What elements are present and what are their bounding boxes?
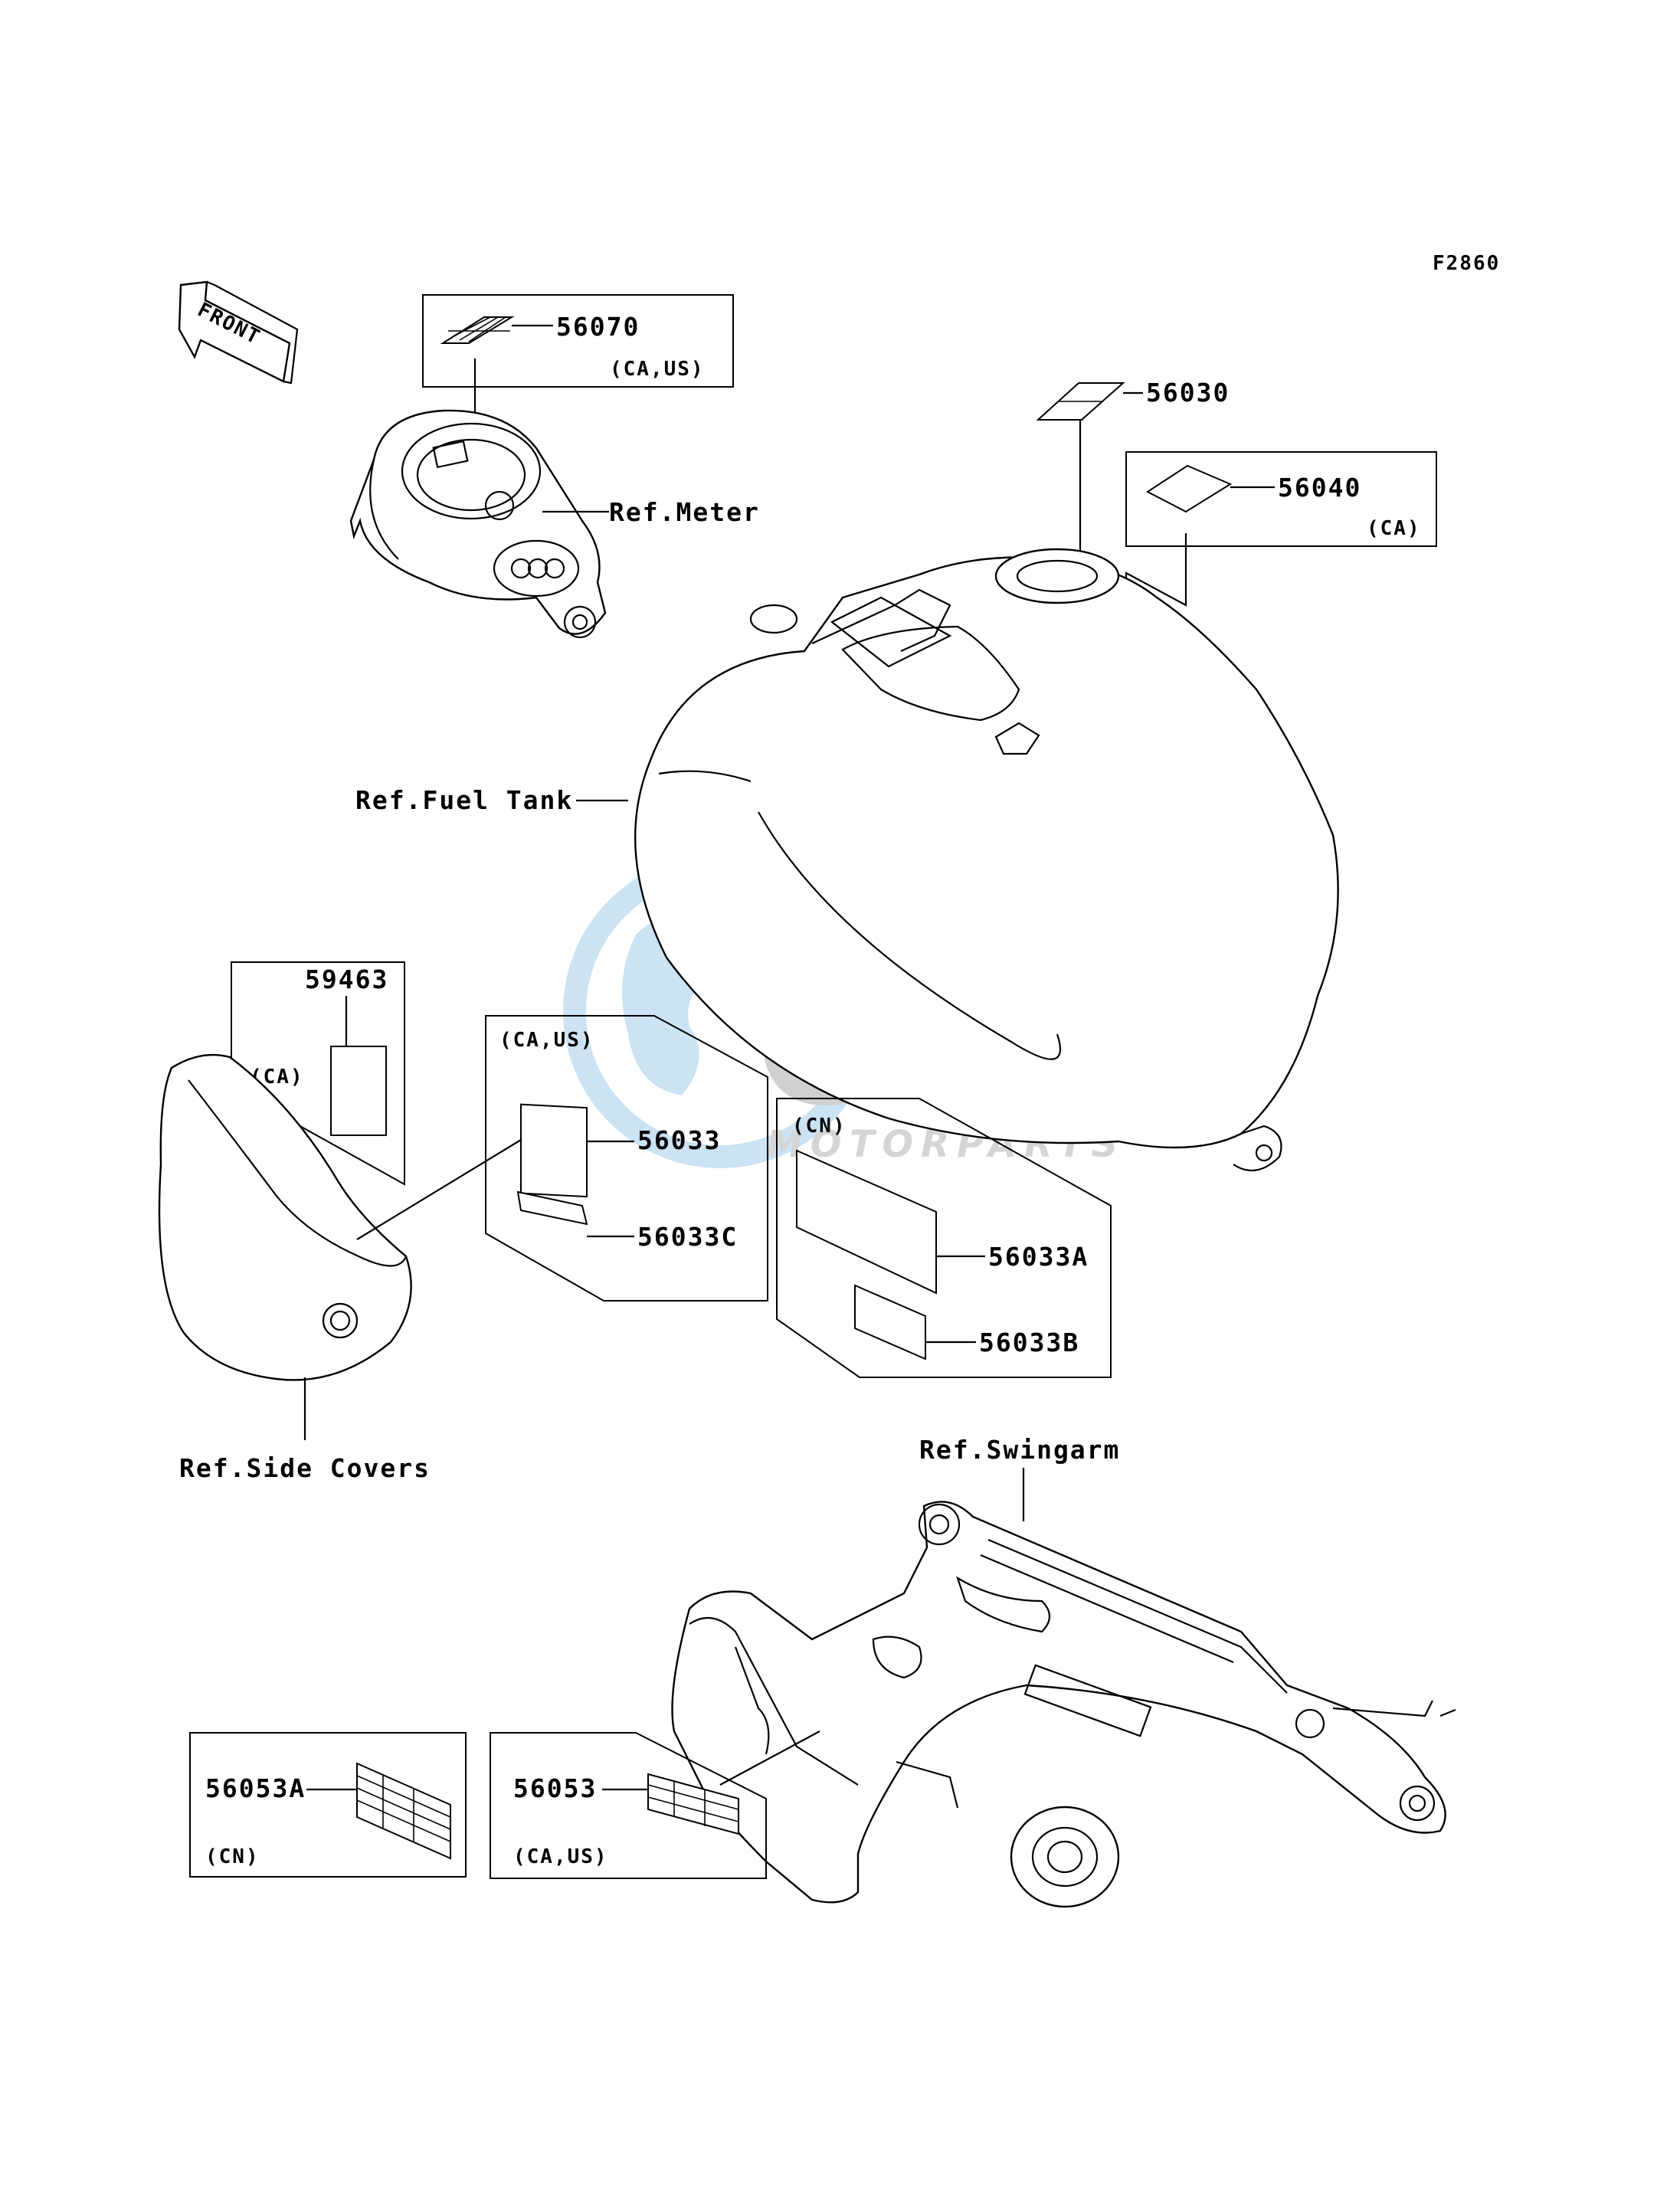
meter-assembly-icon [349,409,607,639]
decal-56033-icon [520,1103,588,1198]
part-number-56040: 56040 [1278,473,1361,503]
ref-meter-label: Ref.Meter [609,497,760,527]
part-number-56033B: 56033B [979,1328,1079,1357]
part-number-56033C: 56033C [637,1222,738,1252]
region-box-56040: (CA) [1367,517,1421,540]
fuel-tank-icon [634,548,1339,1172]
front-direction-arrow: FRONT [178,280,299,385]
decal-56033C-icon [516,1190,588,1226]
decal-56040-icon [1146,464,1233,513]
box-56033 [485,1015,768,1302]
box-56070 [422,294,734,388]
region-box-56053A: (CN) [205,1845,260,1868]
ref-fuel-tank-label: Ref.Fuel Tank [355,785,573,815]
decal-59463-icon [330,1046,387,1136]
box-56040 [1125,451,1437,547]
region-box-56033A: (CN) [792,1115,847,1138]
side-cover-icon [158,1053,412,1381]
decal-56070-icon [440,316,515,344]
box-56033A [776,1098,1112,1378]
part-number-56053: 56053 [513,1773,597,1803]
decal-56053-icon [647,1773,739,1835]
decal-56033A-icon [796,1149,937,1295]
part-number-56030: 56030 [1146,378,1230,408]
part-number-56033: 56033 [637,1125,721,1155]
decal-56053A-icon [356,1762,451,1860]
part-number-59463: 59463 [305,964,388,994]
box-56053A [189,1732,467,1878]
ref-swingarm-label: Ref.Swingarm [919,1435,1120,1465]
part-number-56070: 56070 [556,312,640,342]
region-box-56053: (CA,US) [513,1845,608,1868]
box-59463 [231,961,405,1186]
region-box-56070: (CA,US) [610,358,705,381]
decal-56033B-icon [854,1284,926,1360]
region-box-56033: (CA,US) [499,1029,594,1052]
part-number-56033A: 56033A [988,1242,1089,1272]
ref-side-covers-label: Ref.Side Covers [179,1453,431,1483]
figure-code: F2860 [1433,252,1500,275]
part-number-56053A: 56053A [205,1773,306,1803]
decal-56030-icon [1036,382,1125,421]
box-56053 [490,1732,767,1879]
swingarm-icon [671,1501,1456,1908]
